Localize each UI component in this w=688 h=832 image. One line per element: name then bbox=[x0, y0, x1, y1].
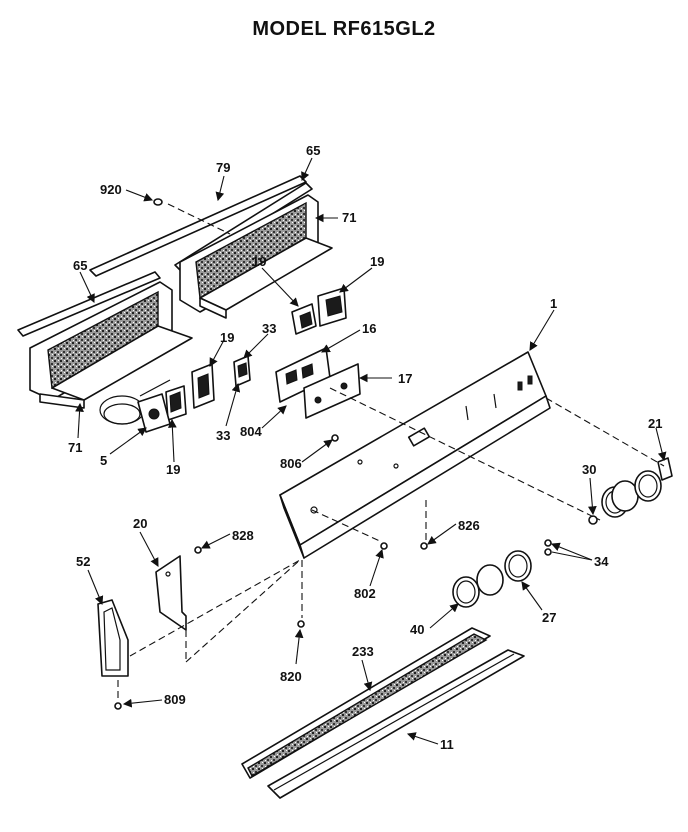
label-27: 27 bbox=[542, 610, 556, 625]
leader-lines bbox=[75, 157, 667, 745]
label-33-lower: 33 bbox=[216, 428, 230, 443]
screw-920 bbox=[153, 198, 163, 206]
screw-826 bbox=[420, 542, 428, 550]
screw-806 bbox=[331, 434, 339, 442]
end-cap-52 bbox=[97, 599, 129, 677]
assembly-lines bbox=[117, 203, 665, 700]
label-34: 34 bbox=[594, 554, 609, 569]
label-71-upper: 71 bbox=[342, 210, 356, 225]
label-804: 804 bbox=[240, 424, 262, 439]
board-17 bbox=[303, 363, 361, 419]
switch-19-b bbox=[317, 287, 347, 327]
label-17: 17 bbox=[398, 371, 412, 386]
clip-33 bbox=[233, 355, 251, 387]
label-20: 20 bbox=[133, 516, 147, 531]
label-40: 40 bbox=[410, 622, 424, 637]
washer-30 bbox=[588, 515, 598, 525]
label-79: 79 bbox=[216, 160, 230, 175]
label-806: 806 bbox=[280, 456, 302, 471]
label-19-b: 19 bbox=[370, 254, 384, 269]
trim-bar-233 bbox=[241, 627, 491, 779]
label-65-upper: 65 bbox=[306, 143, 320, 158]
bracket-20 bbox=[155, 555, 187, 631]
diagram-title: MODEL RF615GL2 bbox=[252, 18, 436, 40]
screws-34 bbox=[544, 539, 552, 556]
label-19-c: 19 bbox=[220, 330, 234, 345]
screw-828 bbox=[194, 546, 202, 554]
switch-19-a bbox=[291, 303, 317, 335]
board-16 bbox=[275, 347, 331, 403]
motor-5 bbox=[99, 379, 171, 433]
label-33-upper: 33 bbox=[262, 321, 276, 336]
label-1: 1 bbox=[550, 296, 557, 311]
part-labels: 920 79 65 71 65 19 19 19 33 16 17 1 33 8… bbox=[68, 143, 662, 752]
label-826: 826 bbox=[458, 518, 480, 533]
label-820: 820 bbox=[280, 669, 302, 684]
label-809: 809 bbox=[164, 692, 186, 707]
label-19-d: 19 bbox=[166, 462, 180, 477]
label-71-lower: 71 bbox=[68, 440, 82, 455]
switch-19-c bbox=[191, 363, 215, 409]
label-65-lower: 65 bbox=[73, 258, 87, 273]
trim-strip-79 bbox=[89, 175, 307, 277]
knob-set-upper bbox=[601, 470, 662, 518]
label-30: 30 bbox=[582, 462, 596, 477]
label-5: 5 bbox=[100, 453, 107, 468]
label-21: 21 bbox=[648, 416, 662, 431]
label-920: 920 bbox=[100, 182, 122, 197]
knob-21 bbox=[657, 457, 673, 481]
trim-strip-65-lower bbox=[17, 271, 161, 337]
screw-820 bbox=[297, 620, 305, 628]
control-bracket-71-lower bbox=[29, 281, 193, 409]
label-828: 828 bbox=[232, 528, 254, 543]
label-52: 52 bbox=[76, 554, 90, 569]
screw-802 bbox=[380, 542, 388, 550]
trim-bar-11 bbox=[267, 649, 525, 799]
label-19-a: 19 bbox=[252, 254, 266, 269]
control-panel-1 bbox=[279, 351, 551, 559]
control-bracket-71-upper bbox=[179, 194, 333, 319]
label-11: 11 bbox=[440, 737, 454, 752]
screw-809 bbox=[114, 702, 122, 710]
switch-19-d bbox=[165, 385, 187, 421]
label-16: 16 bbox=[362, 321, 376, 336]
label-233: 233 bbox=[352, 644, 374, 659]
label-802: 802 bbox=[354, 586, 376, 601]
knob-set-lower bbox=[452, 550, 532, 608]
